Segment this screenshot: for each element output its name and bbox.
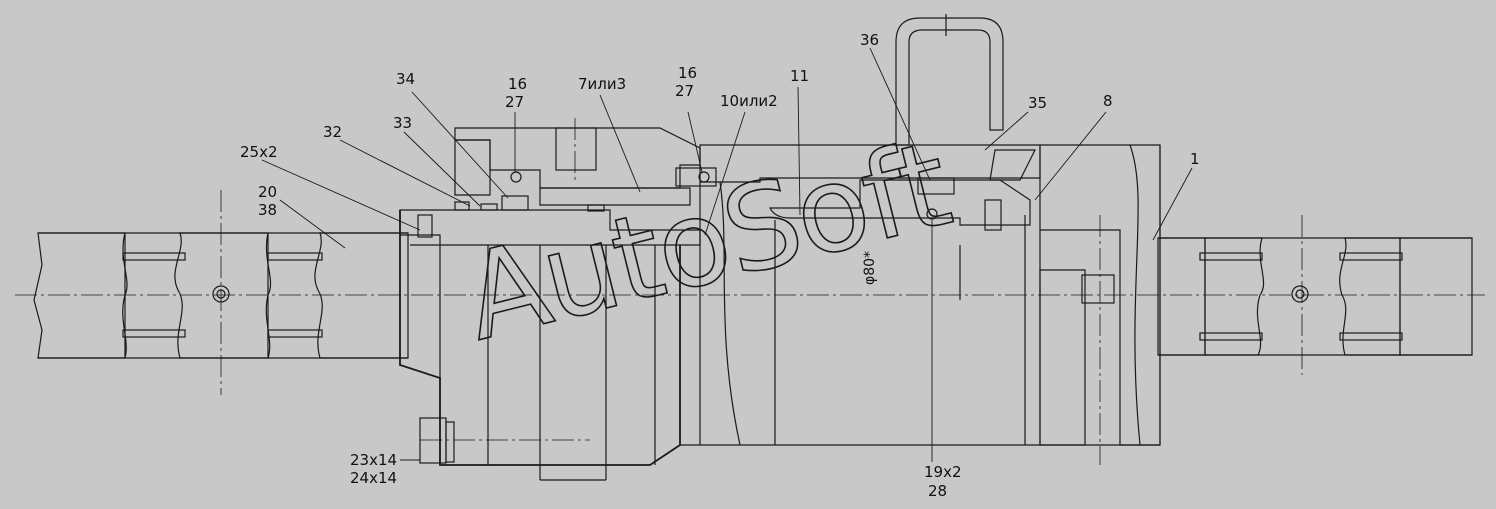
piston-assembly [769,149,1036,231]
callout-16-left: 16 [508,75,527,93]
top-bracket [895,14,1004,146]
callout-27-left: 27 [505,93,524,111]
front-housing [399,210,681,481]
diameter-label: φ80* [862,251,878,285]
callout-36: 36 [860,31,879,49]
callout-16-right: 16 [678,64,697,82]
callout-19x2: 19x2 [924,463,962,481]
callout-32: 32 [323,123,342,141]
callout-38: 38 [258,201,277,219]
right-eye [1157,215,1473,375]
watermark-text: AutoSoft [451,115,961,368]
callout-23x14: 23x14 [350,451,397,469]
callout-7-3: 7или3 [578,75,626,93]
callout-labels: 34 16 27 7или3 16 27 10или2 11 36 35 8 1… [240,31,1200,500]
rod-end-cap [399,118,717,246]
cylinder-body [680,144,1161,465]
callout-1: 1 [1190,150,1200,168]
callout-27-right: 27 [675,82,694,100]
left-eye [33,190,409,395]
callout-24x14: 24x14 [350,469,397,487]
callout-33: 33 [393,114,412,132]
callout-34: 34 [396,70,415,88]
callout-10-2: 10или2 [720,92,778,110]
callout-11: 11 [790,67,809,85]
callout-8: 8 [1103,92,1113,110]
callout-28: 28 [928,482,947,500]
callout-25x2: 25x2 [240,143,278,161]
callout-35: 35 [1028,94,1047,112]
callout-20: 20 [258,183,277,201]
leader-lines [261,47,1193,462]
